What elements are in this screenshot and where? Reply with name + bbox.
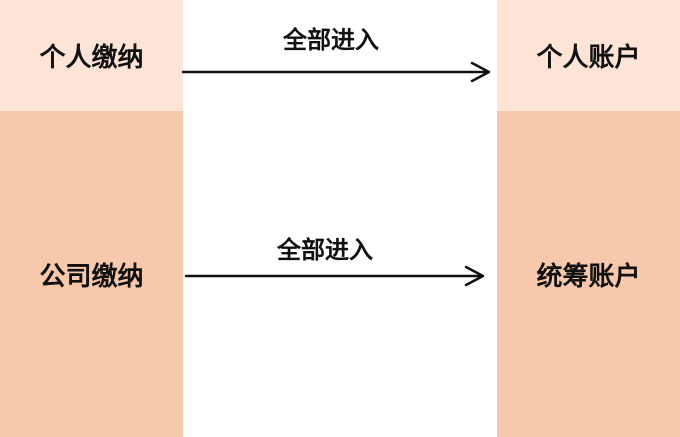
bottom-flow-arrow <box>184 265 485 287</box>
personal-contribution-label: 个人缴纳 <box>39 43 144 73</box>
company-contribution-box: 公司缴纳 <box>0 111 183 437</box>
top-flow-arrow <box>181 61 491 83</box>
personal-contribution-box: 个人缴纳 <box>0 0 183 111</box>
bottom-arrow-label: 全部进入 <box>277 236 373 264</box>
company-contribution-label: 公司缴纳 <box>39 261 144 292</box>
personal-account-box: 个人账户 <box>497 0 680 111</box>
pooled-account-label: 统筹账户 <box>536 261 641 292</box>
personal-account-label: 个人账户 <box>536 43 641 73</box>
top-arrow-label: 全部进入 <box>283 26 379 54</box>
pooled-account-box: 统筹账户 <box>497 111 680 437</box>
